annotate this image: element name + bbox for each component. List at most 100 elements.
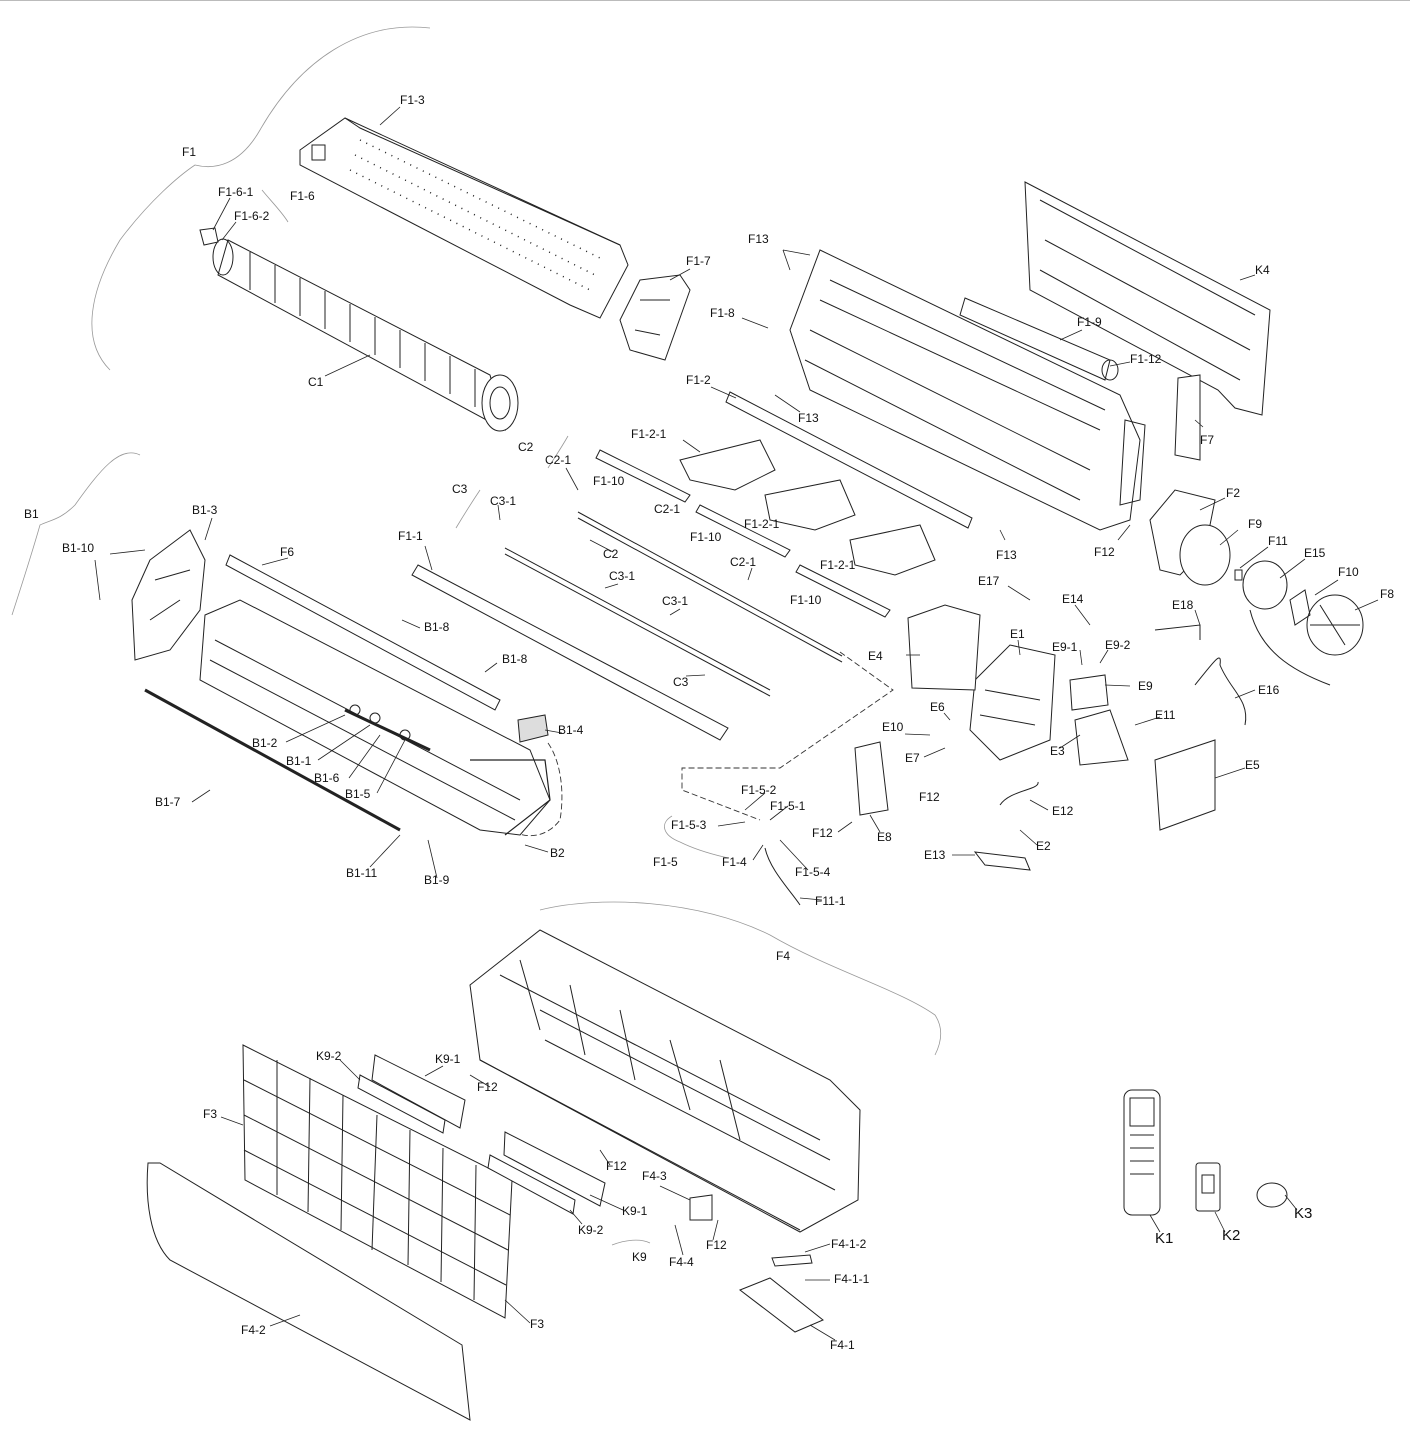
label-K9: K9 bbox=[632, 1250, 647, 1264]
label-C2-1-a: C2-1 bbox=[545, 453, 572, 467]
main-chassis bbox=[789, 249, 1146, 531]
label-B1-8-b: B1-8 bbox=[502, 652, 528, 666]
filter-parts-K9 bbox=[357, 1054, 606, 1215]
label-C1: C1 bbox=[308, 375, 324, 389]
label-F1-7: F1-7 bbox=[686, 254, 711, 268]
box-E8 bbox=[854, 741, 889, 816]
label-E12: E12 bbox=[1052, 804, 1074, 818]
label-F8: F8 bbox=[1380, 587, 1395, 601]
label-F1-1: F1-1 bbox=[398, 529, 423, 543]
label-F7: F7 bbox=[1200, 433, 1215, 447]
label-F1-9: F1-9 bbox=[1077, 315, 1102, 329]
label-F4-1: F4-1 bbox=[830, 1338, 855, 1352]
label-E9: E9 bbox=[1138, 679, 1153, 693]
label-C2-1-c: C2-1 bbox=[730, 555, 757, 569]
label-K3: K3 bbox=[1294, 1205, 1313, 1222]
leader-lines bbox=[94, 106, 1379, 1341]
cable-E16 bbox=[1194, 657, 1247, 726]
cross-flow-fan-C1 bbox=[199, 227, 519, 432]
strip-B1-11 bbox=[144, 688, 401, 832]
label-E6: E6 bbox=[930, 700, 945, 714]
board-E13 bbox=[973, 851, 1031, 871]
label-E1: E1 bbox=[1010, 627, 1025, 641]
label-C2-top: C2 bbox=[518, 440, 534, 454]
label-F12-d: F12 bbox=[477, 1080, 498, 1094]
holder-K2 bbox=[1195, 1162, 1221, 1212]
label-F1-8: F1-8 bbox=[710, 306, 735, 320]
label-K2: K2 bbox=[1222, 1227, 1241, 1244]
label-F1-2: F1-2 bbox=[686, 373, 711, 387]
label-F12-f: F12 bbox=[706, 1238, 727, 1252]
board-E9 bbox=[1069, 674, 1109, 711]
label-C3-top: C3 bbox=[452, 482, 468, 496]
label-F1-10-b: F1-10 bbox=[690, 530, 722, 544]
label-F3-a: F3 bbox=[203, 1107, 218, 1121]
air-filter-F3 bbox=[242, 1044, 513, 1319]
top-grille-cover-F1-3 bbox=[299, 117, 629, 319]
control-box-E1 bbox=[969, 644, 1056, 761]
label-F1-3: F1-3 bbox=[400, 93, 425, 107]
label-E4: E4 bbox=[868, 649, 883, 663]
clip-F4-3 bbox=[689, 1194, 713, 1221]
front-panel-F4-2 bbox=[146, 1162, 471, 1421]
rail-F6 bbox=[225, 554, 501, 711]
label-F1: F1 bbox=[182, 145, 197, 159]
label-E5: E5 bbox=[1245, 758, 1260, 772]
label-E8: E8 bbox=[877, 830, 892, 844]
label-E10: E10 bbox=[882, 720, 904, 734]
label-F13-mid: F13 bbox=[798, 411, 819, 425]
bracket-F7 bbox=[1174, 374, 1201, 461]
label-F4-1-1: F4-1-1 bbox=[834, 1272, 870, 1286]
label-C3-1-b: C3-1 bbox=[609, 569, 636, 583]
label-F1-2-1-b: F1-2-1 bbox=[744, 517, 780, 531]
board-E3 bbox=[1074, 709, 1129, 766]
label-F1-10-c: F1-10 bbox=[790, 593, 822, 607]
label-E2: E2 bbox=[1036, 839, 1051, 853]
label-F4-4: F4-4 bbox=[669, 1255, 694, 1269]
label-E14: E14 bbox=[1062, 592, 1084, 606]
fan-motor-parts bbox=[1149, 489, 1364, 686]
block-B1-4 bbox=[517, 714, 549, 743]
label-B2: B2 bbox=[550, 846, 565, 860]
mounting-plate-K4 bbox=[1024, 181, 1271, 416]
cover-E4 bbox=[907, 604, 981, 691]
label-C3-1-c: C3-1 bbox=[662, 594, 689, 608]
remote-K1 bbox=[1123, 1089, 1161, 1216]
label-E11: E11 bbox=[1155, 708, 1176, 722]
label-K4: K4 bbox=[1255, 263, 1270, 277]
label-C2-mid: C2 bbox=[603, 547, 619, 561]
label-E9-2: E9-2 bbox=[1105, 638, 1131, 652]
label-F9: F9 bbox=[1248, 517, 1263, 531]
label-B1-11: B1-11 bbox=[346, 866, 378, 880]
louver-guides-F1-2-1 bbox=[679, 439, 936, 576]
label-F1-5: F1-5 bbox=[653, 855, 678, 869]
label-F1-6: F1-6 bbox=[290, 189, 315, 203]
label-F1-2-1-a: F1-2-1 bbox=[631, 427, 667, 441]
label-F1-5-2: F1-5-2 bbox=[741, 783, 777, 797]
rail-F1-2 bbox=[725, 391, 973, 529]
label-F1-6-2: F1-6-2 bbox=[234, 209, 270, 223]
label-K9-1-a: K9-1 bbox=[435, 1052, 461, 1066]
label-F4-3: F4-3 bbox=[642, 1169, 667, 1183]
label-F1-12: F1-12 bbox=[1130, 352, 1162, 366]
label-B1-9: B1-9 bbox=[424, 873, 450, 887]
label-F12-e: F12 bbox=[606, 1159, 627, 1173]
parts-F4-1 bbox=[738, 1254, 824, 1333]
label-F1-5-3: F1-5-3 bbox=[671, 818, 707, 832]
label-F4-1-2: F4-1-2 bbox=[831, 1237, 867, 1251]
label-B1-7: B1-7 bbox=[155, 795, 181, 809]
label-B1-4: B1-4 bbox=[558, 723, 584, 737]
top-border-line bbox=[0, 0, 1410, 1]
rail-F1-1 bbox=[411, 564, 729, 741]
label-E3: E3 bbox=[1050, 744, 1065, 758]
label-B1-2: B1-2 bbox=[252, 736, 278, 750]
label-E18: E18 bbox=[1172, 598, 1194, 612]
label-B1-1: B1-1 bbox=[286, 754, 312, 768]
cable-F11-1 bbox=[764, 847, 801, 906]
battery-K3 bbox=[1256, 1182, 1288, 1208]
label-F4-2: F4-2 bbox=[241, 1323, 266, 1337]
label-F11-1: F11-1 bbox=[815, 894, 846, 908]
label-F1-10-a: F1-10 bbox=[593, 474, 625, 488]
label-B1-10: B1-10 bbox=[62, 541, 95, 555]
label-F2: F2 bbox=[1226, 486, 1241, 500]
